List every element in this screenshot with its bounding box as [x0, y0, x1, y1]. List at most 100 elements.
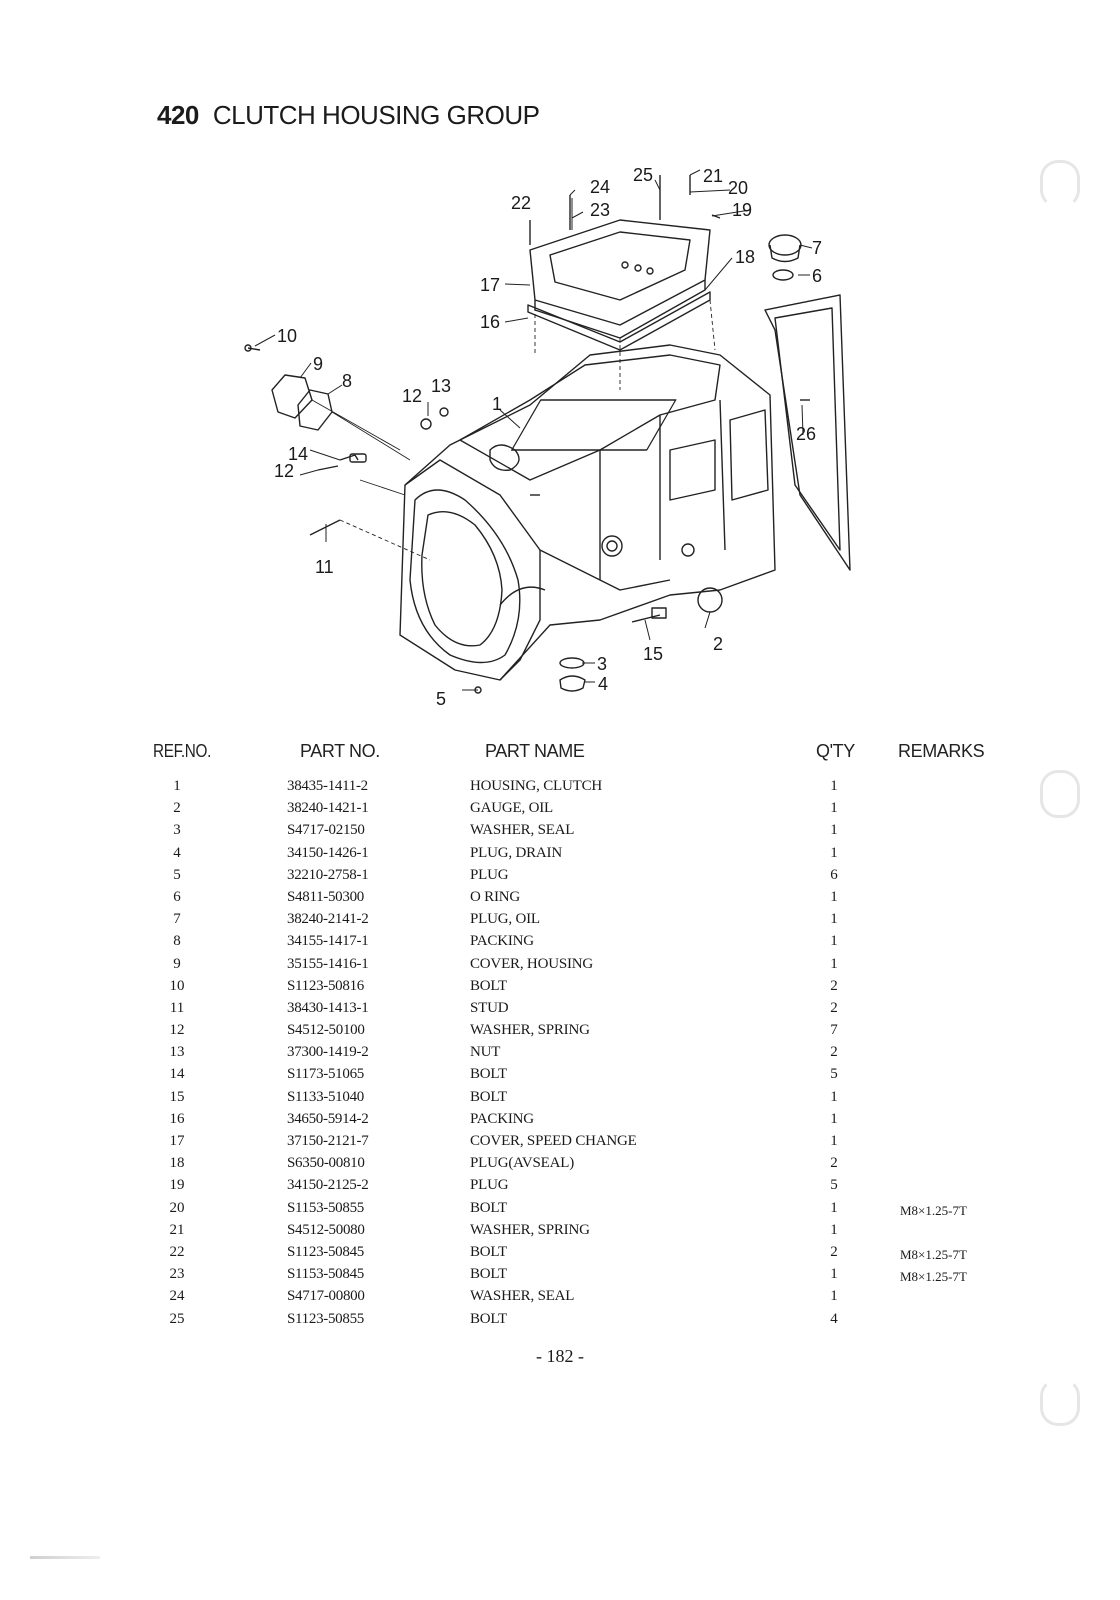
ref-cell: 2 [173, 800, 181, 817]
part-name-cell: WASHER, SPRING [470, 1022, 590, 1039]
qty-cell: 1 [830, 955, 838, 972]
callout-15: 15 [643, 644, 663, 664]
ref-cell: 4 [173, 844, 181, 861]
ref-cell: 13 [169, 1044, 185, 1061]
ref-cell: 19 [169, 1177, 185, 1194]
qty-cell: 1 [830, 1133, 838, 1149]
ref-cell: 1 [173, 778, 181, 794]
callout-12: 12 [402, 386, 422, 406]
ref-cell: 20 [169, 1199, 185, 1216]
callout-5: 5 [436, 689, 446, 709]
part-no-cell: S1133-51040 [287, 1088, 364, 1105]
binder-hole-mark [1040, 160, 1080, 208]
part-name-cell: STUD [470, 999, 509, 1016]
callout-1: 1 [492, 394, 502, 414]
ref-cell: 12 [169, 1022, 185, 1039]
part-name-cell: COVER, SPEED CHANGE [470, 1133, 637, 1149]
callout-24: 24 [590, 177, 610, 197]
part-name-cell: BOLT [470, 1310, 507, 1327]
ref-cell: 7 [173, 911, 181, 928]
part-name-cell: WASHER, SEAL [470, 1288, 575, 1305]
qty-cell: 2 [830, 977, 838, 994]
exploded-parts-diagram: 1 2 3 4 5 6 7 8 9 10 11 12 12 13 14 15 1… [244, 165, 851, 709]
part-no-cell: S1153-50855 [287, 1199, 364, 1216]
qty-cell: 1 [830, 844, 838, 861]
part-name-cell: PLUG, DRAIN [470, 844, 562, 861]
qty-cell: 1 [830, 1266, 838, 1283]
callout-25: 25 [633, 165, 653, 185]
binder-hole-mark [1040, 1378, 1080, 1426]
part-name-cell: COVER, HOUSING [470, 955, 594, 972]
table-row: 11 38430-1413-1 STUD 2 [0, 1000, 1120, 1022]
part-no-cell: 34150-1426-1 [287, 844, 369, 861]
ref-cell: 21 [169, 1221, 185, 1238]
part-name-cell: PLUG(AVSEAL) [470, 1155, 574, 1172]
ref-cell: 16 [169, 1110, 185, 1127]
remarks-cell: M8×1.25-7T [900, 1246, 967, 1262]
part-no-cell: 34155-1417-1 [287, 933, 369, 950]
part-no-cell: S1153-50845 [287, 1266, 364, 1283]
qty-cell: 1 [830, 911, 838, 928]
part-no-cell: S4512-50100 [287, 1022, 365, 1039]
part-name-cell: NUT [470, 1044, 501, 1061]
callout-16: 16 [480, 312, 500, 332]
part-no-cell: S1123-50845 [287, 1243, 364, 1260]
ref-cell: 11 [169, 999, 185, 1016]
ref-cell: 18 [169, 1155, 185, 1172]
part-no-cell: 34650-5914-2 [287, 1110, 369, 1127]
header-remarks: REMARKS [898, 741, 985, 761]
qty-cell: 5 [830, 1177, 838, 1194]
part-name-cell: BOLT [470, 1199, 507, 1216]
qty-cell: 1 [830, 1288, 838, 1305]
part-no-cell: 37150-2121-7 [287, 1133, 369, 1149]
part-no-cell: S4811-50300 [287, 888, 364, 905]
callout-3: 3 [597, 654, 607, 674]
part-no-cell: S6350-00810 [287, 1155, 365, 1172]
callout-12b: 12 [274, 461, 294, 481]
part-no-cell: S4717-02150 [287, 822, 365, 839]
ref-cell: 3 [173, 822, 181, 839]
ref-cell: 15 [169, 1088, 185, 1105]
table-row: 7 38240-2141-2 PLUG, OIL 1 [0, 911, 1120, 933]
part-name-cell: PLUG, OIL [470, 911, 540, 928]
ref-cell: 23 [169, 1266, 185, 1283]
part-no-cell: 38430-1413-1 [287, 999, 369, 1016]
header-part-name: PART NAME [485, 741, 585, 761]
ref-cell: 25 [169, 1310, 185, 1327]
callout-20: 20 [728, 178, 748, 198]
part-no-cell: 38240-2141-2 [287, 911, 369, 928]
header-qty: Q'TY [816, 741, 855, 761]
remarks-cell: M8×1.25-7T [900, 1269, 967, 1285]
qty-cell: 2 [830, 999, 838, 1016]
ref-cell: 5 [173, 866, 181, 883]
ref-cell: 22 [169, 1243, 185, 1260]
ref-cell: 17 [169, 1133, 185, 1149]
qty-cell: 1 [830, 888, 838, 905]
ref-cell: 8 [173, 933, 181, 950]
table-row: 4 34150-1426-1 PLUG, DRAIN 1 [0, 845, 1120, 867]
callout-7: 7 [812, 238, 822, 258]
callout-23: 23 [590, 200, 610, 220]
part-no-cell: S1173-51065 [287, 1066, 364, 1083]
part-name-cell: BOLT [470, 1066, 507, 1083]
part-no-cell: 37300-1419-2 [287, 1044, 369, 1061]
qty-cell: 1 [830, 1088, 838, 1105]
part-no-cell: 38240-1421-1 [287, 800, 369, 817]
callout-14: 14 [288, 444, 308, 464]
qty-cell: 1 [830, 1110, 838, 1127]
part-no-cell: S4717-00800 [287, 1288, 365, 1305]
